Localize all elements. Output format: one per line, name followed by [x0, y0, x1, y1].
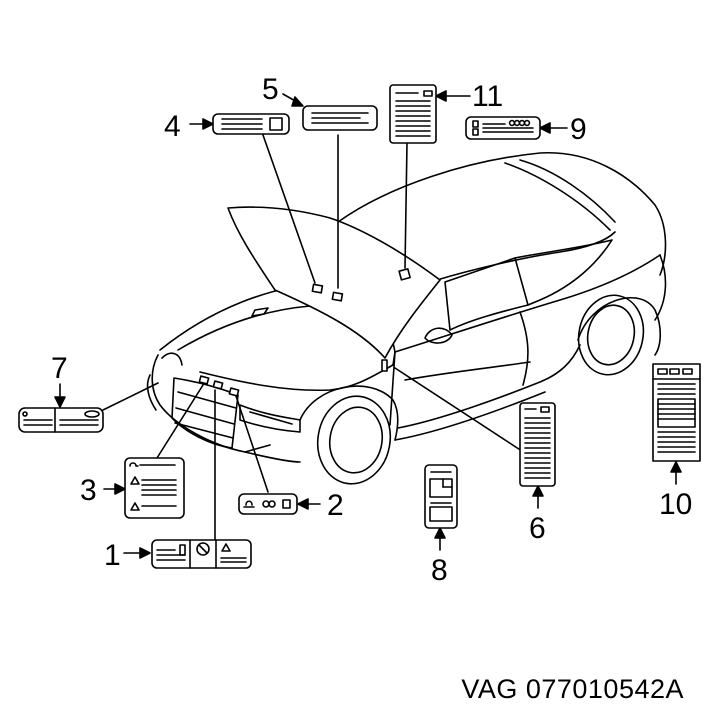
callout-numbers: 1 2 3 4 5 6 7 8 9 10 11: [51, 73, 692, 587]
callout-2: 2: [327, 489, 344, 522]
callout-6: 6: [529, 512, 546, 545]
label-8: [425, 465, 457, 528]
label-3: [125, 458, 184, 518]
callout-9: 9: [570, 113, 587, 146]
callout-7: 7: [51, 352, 68, 385]
callout-8: 8: [431, 554, 448, 587]
leader-lines: [103, 135, 528, 540]
callout-10: 10: [659, 488, 692, 521]
callout-3: 3: [80, 474, 97, 507]
label-11: [390, 85, 436, 143]
label-patches: [199, 269, 410, 396]
label-2: [239, 494, 297, 514]
open-hood: [228, 207, 440, 358]
label-7: [19, 408, 103, 432]
callout-11: 11: [472, 80, 503, 113]
callout-5: 5: [262, 73, 279, 106]
label-6: [520, 403, 555, 486]
label-4: [213, 114, 289, 134]
label-1: [152, 540, 251, 568]
label-5: [303, 106, 377, 130]
callout-arrows: [55, 91, 681, 558]
callout-1: 1: [104, 539, 121, 572]
callout-4: 4: [164, 110, 181, 143]
part-number: VAG 077010542A: [461, 674, 684, 704]
label-9: [466, 117, 540, 139]
label-10: [653, 364, 700, 461]
